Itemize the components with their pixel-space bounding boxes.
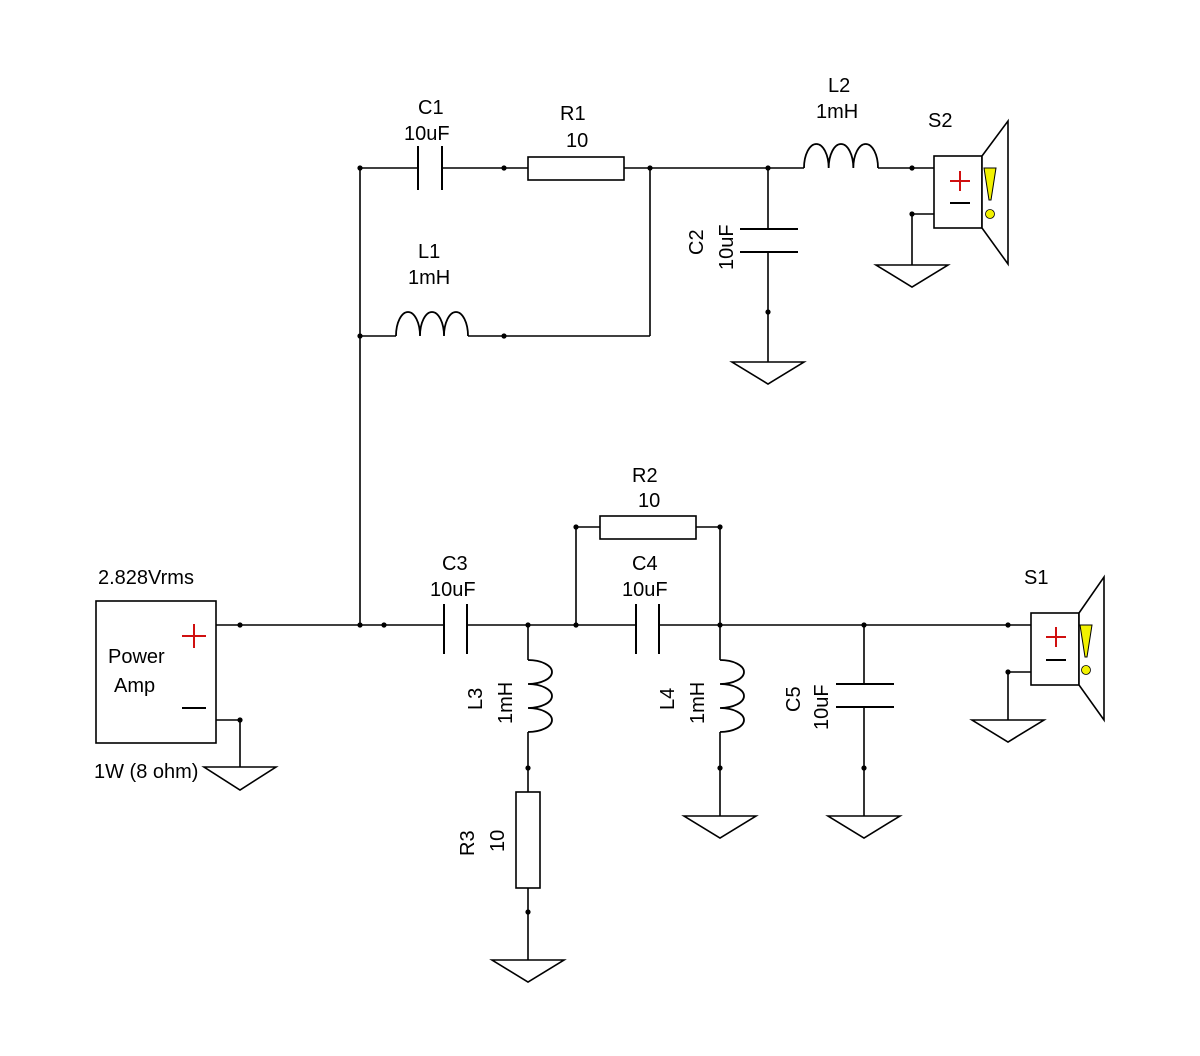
l4-value-label: 1mH — [687, 682, 709, 724]
r2-value-label: 10 — [638, 490, 660, 512]
ground-icon — [489, 959, 567, 983]
inductor-l2[interactable] — [803, 143, 879, 169]
speaker-s1[interactable] — [1030, 574, 1105, 723]
s2-ref-label: S2 — [928, 110, 952, 132]
r3-ref-label: R3 — [457, 830, 479, 856]
junction-dots — [237, 165, 1011, 915]
l1-value-label: 1mH — [408, 267, 450, 289]
r2-ref-label: R2 — [632, 465, 658, 487]
c4-ref-label: C4 — [632, 553, 658, 575]
source-power-label: 1W (8 ohm) — [94, 761, 198, 783]
ground-icon — [681, 815, 759, 839]
resistor-r2[interactable] — [599, 515, 697, 540]
capacitor-c2[interactable] — [740, 228, 798, 253]
ground-icon — [825, 815, 903, 839]
speaker-s2[interactable] — [933, 118, 1009, 267]
c5-value-label: 10uF — [811, 684, 833, 730]
power-amp-source[interactable] — [95, 600, 217, 744]
source-name-line2: Amp — [114, 675, 155, 697]
source-name-line1: Power — [108, 646, 165, 668]
c4-value-label: 10uF — [622, 579, 668, 601]
capacitor-c3[interactable] — [443, 604, 468, 654]
c3-value-label: 10uF — [430, 579, 476, 601]
c2-value-label: 10uF — [716, 224, 738, 270]
r1-value-label: 10 — [566, 130, 588, 152]
ground-icon — [873, 264, 951, 288]
l3-ref-label: L3 — [465, 688, 487, 710]
l3-value-label: 1mH — [495, 682, 517, 724]
r3-value-label: 10 — [487, 830, 509, 852]
c1-ref-label: C1 — [418, 97, 444, 119]
warning-icon — [983, 167, 997, 201]
l1-ref-label: L1 — [418, 241, 440, 263]
c5-ref-label: C5 — [783, 686, 805, 712]
wires — [216, 167, 1031, 960]
r1-ref-label: R1 — [560, 103, 586, 125]
warning-icon — [1079, 624, 1093, 658]
c1-value-label: 10uF — [404, 123, 450, 145]
l4-ref-label: L4 — [657, 688, 679, 710]
resistor-r1[interactable] — [527, 156, 625, 181]
inductor-l1[interactable] — [395, 311, 469, 337]
inductor-l4[interactable] — [719, 659, 745, 733]
ground-icon — [201, 766, 279, 791]
capacitor-c4[interactable] — [635, 604, 660, 654]
resistor-r3[interactable] — [515, 791, 541, 889]
source-amplitude-label: 2.828Vrms — [98, 567, 194, 589]
inductor-l3[interactable] — [527, 659, 553, 733]
l2-value-label: 1mH — [816, 101, 858, 123]
capacitor-c5[interactable] — [836, 683, 894, 708]
c2-ref-label: C2 — [686, 229, 708, 255]
ground-icon — [729, 361, 807, 385]
ground-icon — [969, 719, 1047, 743]
s1-ref-label: S1 — [1024, 567, 1048, 589]
l2-ref-label: L2 — [828, 75, 850, 97]
capacitor-c1[interactable] — [417, 146, 443, 190]
c3-ref-label: C3 — [442, 553, 468, 575]
